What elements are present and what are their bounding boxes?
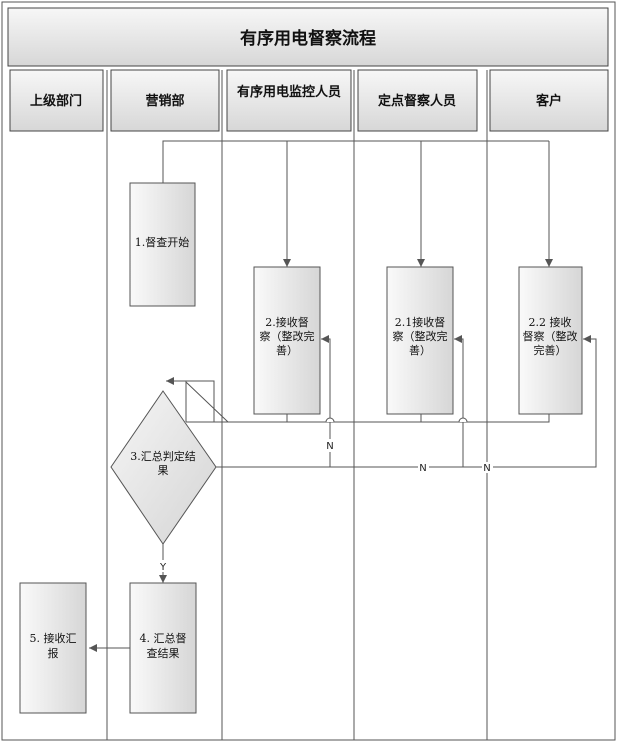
lane-header-customer (489, 69, 609, 132)
node-decision-label: 3.汇总判定结果 (130, 449, 196, 477)
node-summary (129, 582, 197, 714)
connectors (89, 140, 597, 652)
connector-start-bus (162, 140, 549, 183)
node-summary-label: 4. 汇总督查结果 (140, 631, 187, 660)
node-start-label: 1.督查开始 (135, 235, 190, 249)
lane-header-superior (9, 69, 104, 132)
node-start (129, 182, 196, 307)
node-receive-inspector (386, 266, 454, 415)
lane-header-monitor (226, 69, 352, 132)
lane-label-marketing: 营销部 (145, 93, 184, 109)
node-labels: 1.督查开始 2.接收督察（整改完善） 2.1接收督察（整改完善） 2.2 接收… (30, 235, 578, 660)
edge-labels: N N N Y (158, 439, 493, 573)
lane-label-inspector: 定点督察人员 (377, 93, 456, 109)
node-receive-inspector-label: 2.1接收督察（整改完善） (393, 315, 448, 357)
lane-label-monitor: 有序用电监控人员 (237, 84, 341, 100)
edge-label-n-monitor: N (326, 441, 333, 452)
process-nodes (19, 182, 583, 714)
node-receive-customer-label: 2.2 接收督察（整改完善） (523, 315, 578, 357)
edge-label-y: Y (159, 562, 167, 573)
lane-label-customer: 客户 (536, 93, 562, 109)
diagram-title: 有序用电督察流程 (240, 28, 376, 49)
title-bar (7, 7, 609, 67)
line-jumps (325, 417, 468, 423)
lane-dividers (106, 70, 488, 740)
node-report (19, 582, 87, 714)
node-decision (110, 390, 217, 545)
lane-header-inspector (357, 69, 478, 132)
connector-no-monitor (216, 335, 331, 468)
edge-label-n-customer: N (483, 463, 490, 474)
lane-headers: 上级部门 营销部 有序用电监控人员 定点督察人员 客户 (9, 69, 609, 132)
edge-label-n-inspector: N (419, 463, 426, 474)
lane-label-superior: 上级部门 (30, 93, 82, 109)
node-receive-monitor (253, 266, 321, 415)
node-receive-customer (518, 266, 583, 415)
connector-no-inspector (330, 335, 464, 468)
connector-no-customer (463, 335, 597, 468)
connector-customer-return (213, 397, 550, 423)
lane-header-marketing (110, 69, 220, 132)
node-report-label: 5. 接收汇报 (30, 631, 77, 660)
node-receive-monitor-label: 2.接收督察（整改完善） (260, 315, 315, 357)
